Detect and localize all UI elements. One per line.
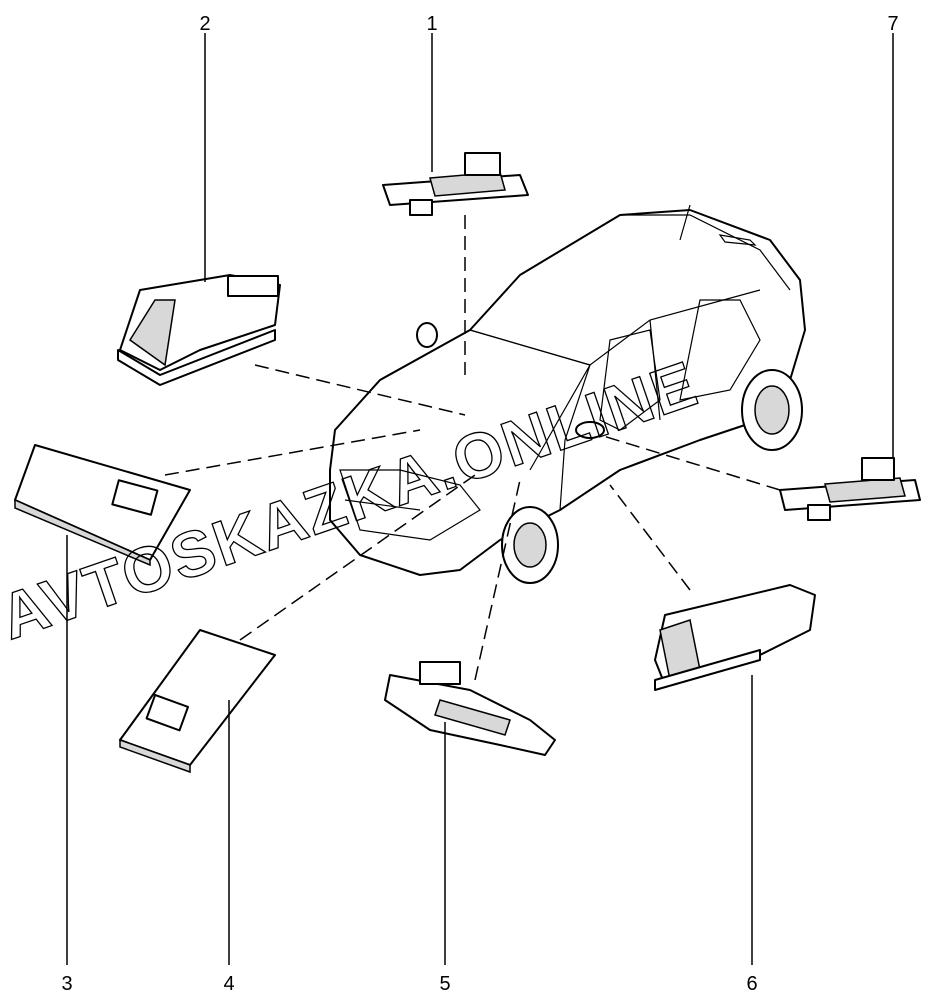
callout-2: 2 [199, 13, 210, 35]
connector-lines [164, 215, 781, 681]
callout-4: 4 [223, 973, 234, 995]
callout-1: 1 [426, 13, 437, 35]
part-4-module [119, 629, 276, 774]
callout-5: 5 [439, 973, 450, 995]
callout-7: 7 [887, 13, 898, 35]
part-7-sensor [779, 457, 921, 521]
part-2-sensor [117, 274, 281, 386]
vehicle-illustration [329, 204, 806, 584]
callout-3: 3 [61, 973, 72, 995]
part-1-sensor [382, 152, 529, 216]
leader-lines [66, 33, 894, 965]
callout-6: 6 [746, 973, 757, 995]
part-3-module [14, 444, 191, 567]
part-6-sensor [654, 584, 816, 691]
part-5-sensor [384, 661, 556, 756]
